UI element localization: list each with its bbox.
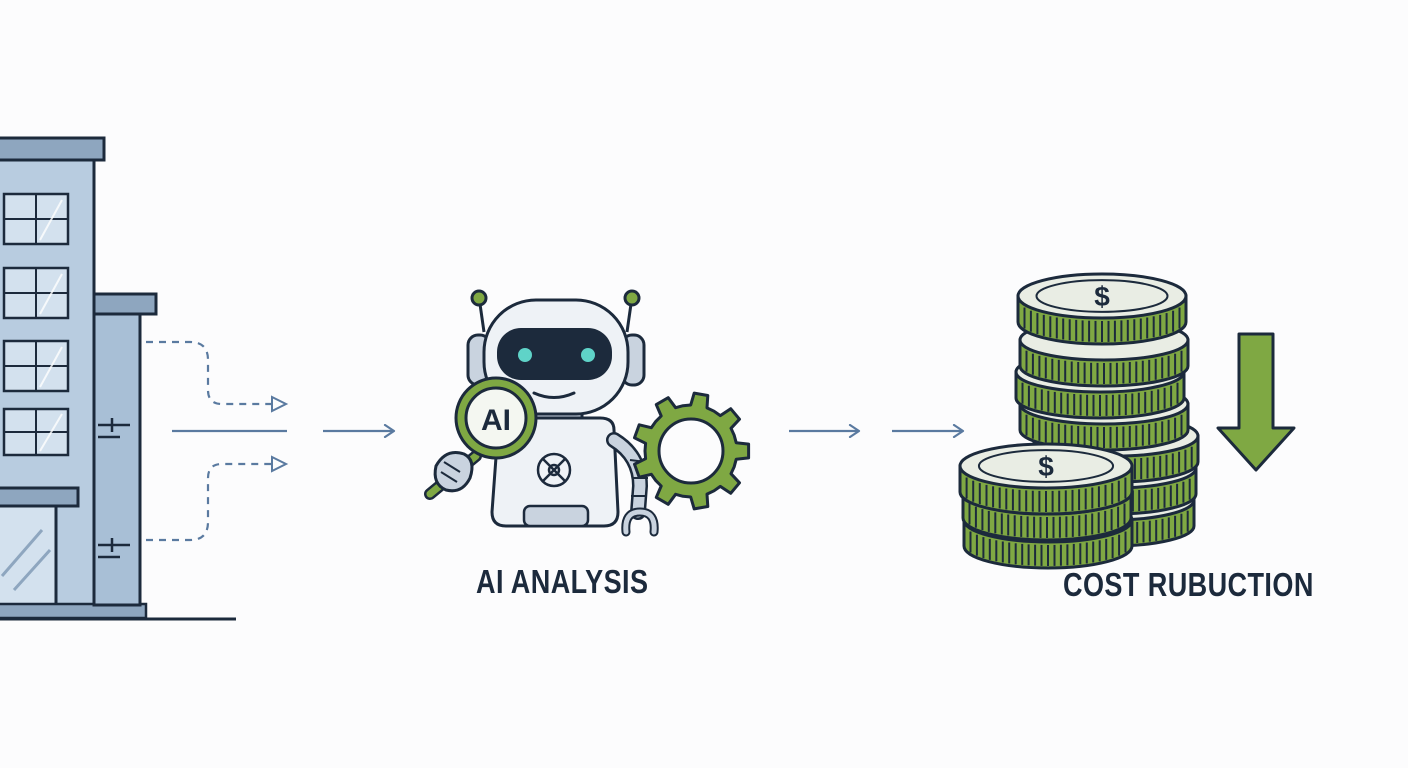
building-icon bbox=[0, 136, 236, 621]
coin: $ bbox=[958, 442, 1134, 516]
coin-stack-icon: $$ bbox=[958, 272, 1200, 570]
dollar-sign-icon: $ bbox=[1094, 281, 1110, 312]
connector-dashed-lower bbox=[146, 455, 289, 542]
cost-reduction-label: COST RUBUCTION bbox=[1063, 566, 1314, 603]
coin: $ bbox=[1016, 272, 1188, 346]
dollar-sign-icon: $ bbox=[1038, 451, 1054, 482]
gear-icon bbox=[633, 391, 751, 511]
magnifier-icon bbox=[424, 376, 538, 500]
magnifier-badge-text: AI bbox=[481, 404, 511, 437]
down-arrow-icon bbox=[1216, 332, 1296, 472]
connector-dashed-upper bbox=[146, 340, 289, 413]
ai-analysis-label: AI ANALYSIS bbox=[476, 563, 649, 600]
